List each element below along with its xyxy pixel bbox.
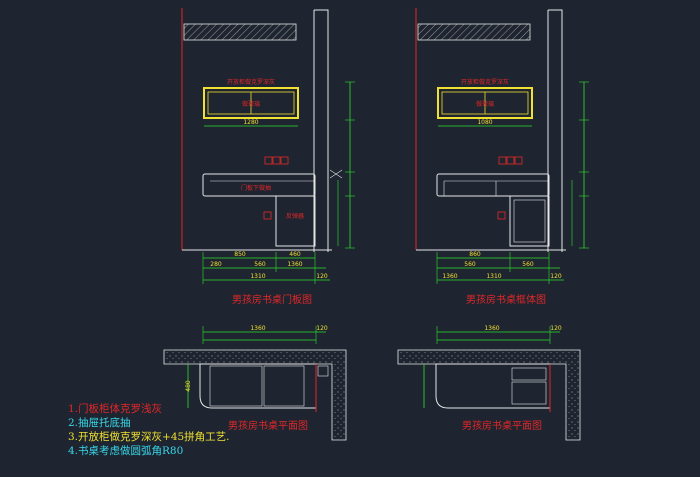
dim-bottom-1: 850 xyxy=(234,251,246,258)
desk-side-cabinet xyxy=(275,195,316,247)
note-2: 2.抽屉托底抽 xyxy=(68,417,131,429)
wall-cabinet xyxy=(203,87,299,119)
inner-label: 做玻璃 xyxy=(242,100,260,108)
frame-desk-top xyxy=(436,173,550,197)
ceiling-hatch-right xyxy=(417,23,531,41)
plan-left-dim-1: 1360 xyxy=(250,325,265,332)
door-panel-title: 男孩房书桌门板图 xyxy=(232,293,312,306)
right-wall-outline xyxy=(314,9,329,252)
plan-left-dim-3: 480 xyxy=(185,380,192,392)
ceiling-hatch xyxy=(183,23,297,41)
plan-right-wall xyxy=(397,349,581,441)
frame-title: 男孩房书桌框体图 xyxy=(466,293,546,306)
plan-right-desk xyxy=(435,363,551,409)
plan-right-dim-2: 120 xyxy=(550,325,562,332)
drawer-label: 门板下做抽 xyxy=(241,184,271,192)
frame-elevation: 开放柜做克罗深灰 做玻璃 1080 860 560 560 1360 xyxy=(415,8,589,306)
plan-left-wall xyxy=(163,349,347,441)
note-4: 4.书桌考虑做圆弧角R80 xyxy=(68,445,184,457)
dim-bottom-7: 120 xyxy=(316,273,328,280)
frame-side-cabinet xyxy=(509,195,550,247)
plan-left-dim-2: 120 xyxy=(316,325,328,332)
plan-right: 1360 120 男孩房书桌平面图 xyxy=(397,325,581,441)
plan-left: 1360 120 480 男孩房书桌平面图 xyxy=(163,325,347,441)
frame-dim-6: 120 xyxy=(550,273,562,280)
note-3: 3.开放柜做克罗深灰+45拼角工艺. xyxy=(68,431,230,443)
frame-dim-1: 860 xyxy=(469,251,481,258)
dim-bottom-2: 460 xyxy=(289,251,301,258)
plan-left-desk xyxy=(199,363,317,409)
plan-right-title: 男孩房书桌平面图 xyxy=(462,419,542,432)
side-label: 反弹器 xyxy=(286,212,304,220)
frame-inner-label: 做玻璃 xyxy=(476,100,494,108)
cabinet-label: 开放柜做克罗深灰 xyxy=(227,78,275,86)
dim-bottom-4: 560 xyxy=(254,261,266,268)
frame-dim-5: 1310 xyxy=(486,273,501,280)
door-panel-elevation: 开放柜做克罗深灰 做玻璃 1280 门板下做抽 反弹器 xyxy=(181,8,355,306)
plan-right-dim-1: 1360 xyxy=(484,325,499,332)
frame-dim-3: 560 xyxy=(522,261,534,268)
frame-dim-4: 1360 xyxy=(442,273,457,280)
frame-cabinet-label: 开放柜做克罗深灰 xyxy=(461,78,509,86)
frame-wall-cabinet xyxy=(437,87,533,119)
frame-dim-wall: 1080 xyxy=(477,119,492,126)
dim-wall-cabinet: 1280 xyxy=(243,119,258,126)
dim-bottom-3: 280 xyxy=(210,261,222,268)
notes-list: 1.门板柜体克罗浅灰 2.抽屉托底抽 3.开放柜做克罗深灰+45拼角工艺. 4.… xyxy=(68,402,328,458)
plan-left-title: 男孩房书桌平面图 xyxy=(228,419,308,432)
desk-top xyxy=(202,173,316,197)
dim-bottom-6: 1310 xyxy=(250,273,265,280)
note-1: 1.门板柜体克罗浅灰 xyxy=(68,403,163,415)
dim-bottom-5: 1360 xyxy=(287,261,302,268)
frame-dim-2: 560 xyxy=(464,261,476,268)
